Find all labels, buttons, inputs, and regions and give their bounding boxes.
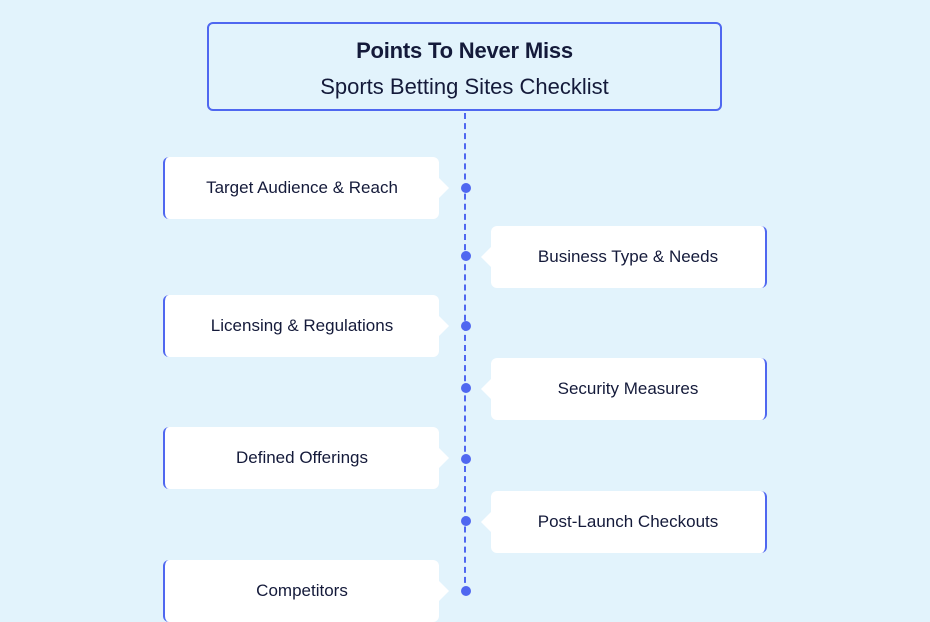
checklist-item-business-type: Business Type & Needs xyxy=(481,226,767,288)
checklist-item-label: Business Type & Needs xyxy=(537,247,719,266)
checklist-item-licensing: Licensing & Regulations xyxy=(163,295,449,357)
diagram-title: Points To Never Miss xyxy=(356,38,573,63)
checklist-item-post-launch: Post-Launch Checkouts xyxy=(481,491,767,553)
checklist-item-label: Security Measures xyxy=(557,379,699,398)
diagram-subtitle: Sports Betting Sites Checklist xyxy=(320,74,609,99)
title-box: Points To Never Miss Sports Betting Site… xyxy=(207,22,722,111)
timeline-dot xyxy=(461,516,471,526)
checklist-item-label: Post-Launch Checkouts xyxy=(537,512,719,531)
timeline-dot xyxy=(461,321,471,331)
timeline-dot xyxy=(461,183,471,193)
checklist-item-target-audience: Target Audience & Reach xyxy=(163,157,449,219)
checklist-item-label: Target Audience & Reach xyxy=(206,178,398,197)
checklist-item-offerings: Defined Offerings xyxy=(163,427,449,489)
checklist-item-label: Licensing & Regulations xyxy=(210,316,394,335)
timeline-dot xyxy=(461,251,471,261)
timeline-dot xyxy=(461,454,471,464)
timeline-spine xyxy=(464,113,466,593)
checklist-item-security: Security Measures xyxy=(481,358,767,420)
timeline-dot xyxy=(461,383,471,393)
checklist-item-label: Defined Offerings xyxy=(236,448,368,467)
checklist-item-competitors: Competitors xyxy=(163,560,449,622)
checklist-item-label: Competitors xyxy=(256,581,348,600)
timeline-dot xyxy=(461,586,471,596)
